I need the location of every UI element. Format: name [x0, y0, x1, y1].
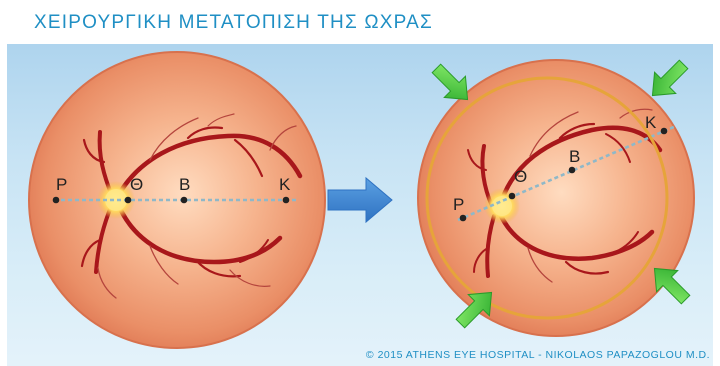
right-label-k: Κ — [645, 113, 657, 132]
right-optic-disc-center — [492, 196, 512, 216]
right-point-p — [460, 215, 467, 222]
left-point-p — [53, 197, 60, 204]
right-point-b — [569, 167, 576, 174]
left-optic-disc-center — [105, 189, 127, 211]
right-arrow-icon — [328, 178, 392, 222]
copyright-credit: © 2015 ATHENS EYE HOSPITAL - NIKOLAOS PA… — [366, 349, 710, 361]
left-label-theta: Θ — [130, 175, 143, 194]
right-label-theta: Θ — [514, 167, 527, 186]
left-eye: Ρ Θ Β Κ — [29, 52, 325, 348]
right-point-k — [661, 128, 668, 135]
left-point-b — [181, 197, 188, 204]
right-point-theta — [509, 193, 516, 200]
left-label-k: Κ — [279, 175, 291, 194]
right-label-b: Β — [569, 147, 580, 166]
left-label-b: Β — [179, 175, 190, 194]
right-eye: Ρ Θ Β Κ — [418, 60, 694, 336]
left-point-theta — [125, 197, 132, 204]
right-label-p: Ρ — [453, 195, 464, 214]
left-label-p: Ρ — [56, 175, 67, 194]
left-point-k — [283, 197, 290, 204]
